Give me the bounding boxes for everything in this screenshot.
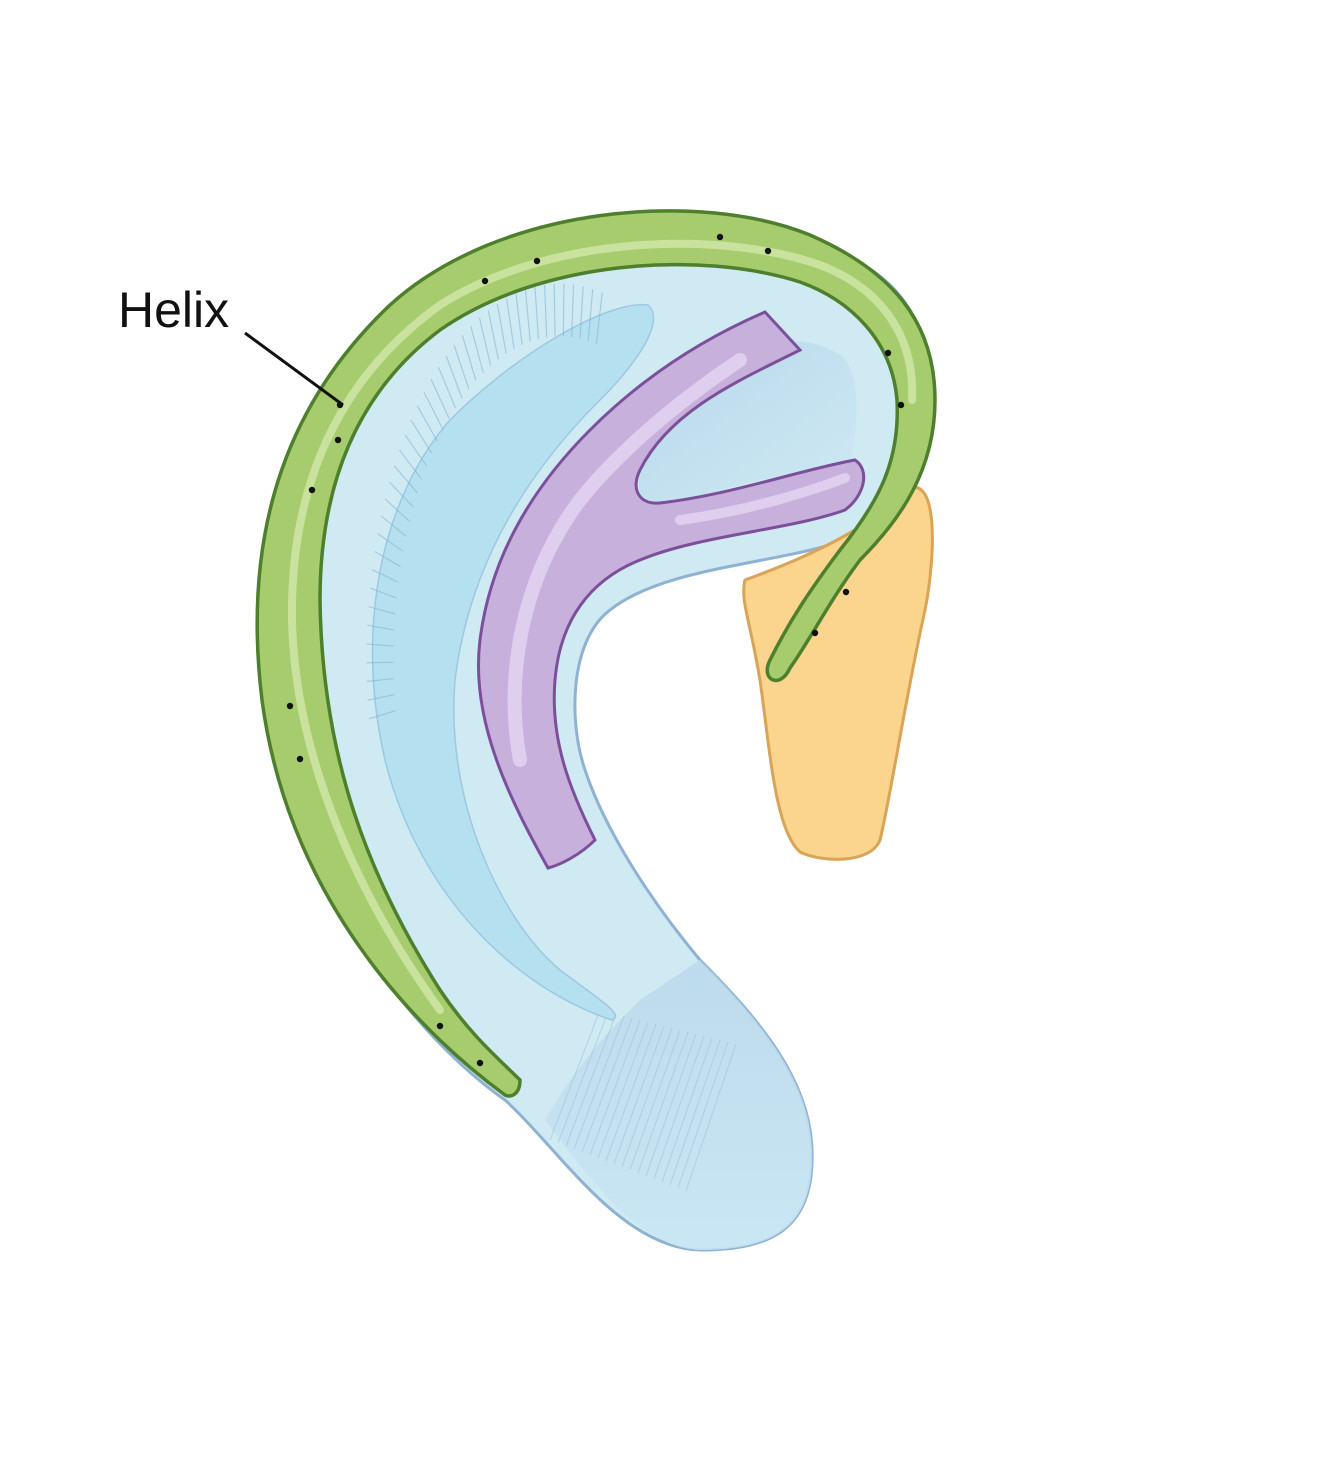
helix-dot	[764, 247, 772, 255]
scapha-hatch-line	[595, 292, 603, 345]
antihelix-highlight	[507, 353, 747, 767]
lobule-hatch-line	[669, 1039, 721, 1186]
scapha-hatch-line	[368, 605, 396, 615]
scapha-hatch-line	[487, 310, 499, 360]
lobule-hatch-line	[637, 1031, 689, 1174]
scapha-hatch-line	[587, 289, 594, 341]
antihelix	[476, 310, 866, 870]
scapha-hatch-line	[461, 335, 477, 381]
lobule-hatch-line	[677, 1041, 729, 1189]
lobule-hatch-line	[685, 1043, 737, 1192]
scapha-hatch-line	[445, 355, 463, 399]
lobule-hatch-line	[629, 1029, 681, 1171]
lobule-hatching	[549, 1009, 737, 1192]
scapha-hatch-line	[368, 710, 396, 720]
helix-dot	[842, 588, 850, 596]
scapha-hatch-line	[410, 419, 433, 454]
helix-dot	[308, 486, 316, 494]
scapha-hatch-line	[416, 405, 438, 442]
scapha-hatch-line	[380, 515, 407, 537]
lobule-hatch-line	[621, 1027, 673, 1168]
lobule-hatch-line	[605, 1023, 657, 1162]
scapha-hatch-line	[377, 533, 404, 552]
scapha-hatch-line	[374, 551, 401, 568]
scapha-hatch-line	[366, 643, 394, 647]
scapha-hatch-line	[543, 284, 548, 338]
scapha-hatch-line	[437, 366, 456, 409]
scapha-hatch-line	[553, 283, 556, 337]
scapha-hatch-line	[571, 284, 575, 338]
helix-dot	[296, 755, 304, 763]
scapha-hatch-line	[389, 481, 414, 508]
scapha-hatch-line	[367, 624, 395, 631]
lobule	[545, 960, 813, 1250]
scapha-hatching	[366, 283, 603, 720]
scapha-hatch-line	[423, 391, 444, 430]
helix-dot	[897, 401, 905, 409]
lobule-hatch-line	[557, 1011, 609, 1144]
helix-dot	[334, 436, 342, 444]
scapha-hatch-line	[398, 449, 423, 480]
scapha-hatch-line	[367, 694, 395, 701]
scapha-hatch-line	[506, 298, 515, 349]
lobule-hatch-line	[613, 1025, 665, 1165]
scapha-hatch-line	[515, 293, 523, 345]
scapha-hatch-line	[534, 286, 540, 340]
lobule-hatch-line	[581, 1017, 633, 1153]
lobule-hatch-line	[589, 1019, 641, 1156]
scapha-hatch-line	[430, 379, 450, 419]
scapha-hatch-line	[393, 465, 418, 494]
helix-dot	[716, 233, 724, 241]
lobule-hatch-line	[645, 1033, 697, 1177]
helix-dots	[286, 233, 905, 1067]
scapha-hatch-line	[366, 677, 394, 683]
scapha-hatch-line	[478, 317, 492, 366]
scapha-hatch-line	[369, 587, 397, 599]
scapha-hatch-line	[524, 289, 531, 342]
scapha-hatch-line	[562, 283, 565, 337]
scapha-hatch-line	[496, 303, 507, 354]
lobule-hatch-line	[597, 1021, 649, 1159]
helix-highlight	[287, 239, 917, 1014]
helix	[255, 209, 937, 1098]
triangular-fossa	[638, 341, 857, 505]
helix-dot	[476, 1059, 484, 1067]
helix-dot	[811, 629, 819, 637]
helix-dot	[481, 277, 489, 285]
helix-dot	[436, 1022, 444, 1030]
scapha-hatch-line	[453, 344, 470, 390]
scapha-hatch-line	[470, 325, 484, 373]
scapha	[371, 303, 655, 1021]
helix-label: Helix	[118, 282, 229, 338]
helix-leader-line	[244, 331, 344, 407]
helix-dot	[533, 257, 541, 265]
lobule-hatch-line	[573, 1015, 625, 1150]
lobule-hatch-line	[653, 1035, 705, 1180]
scapha-hatch-line	[404, 434, 428, 467]
helix-dot	[286, 702, 294, 710]
lobule-hatch-line	[661, 1037, 713, 1183]
lobule-hatch-line	[549, 1009, 601, 1141]
antihelix-highlight-lower-crus	[675, 473, 850, 525]
lobule-hatch-line	[565, 1013, 617, 1147]
scapha-hatch-line	[371, 569, 399, 583]
scapha-hatch-line	[384, 498, 410, 522]
scapha-hatch-line	[579, 286, 584, 339]
helix-dot	[884, 349, 892, 357]
